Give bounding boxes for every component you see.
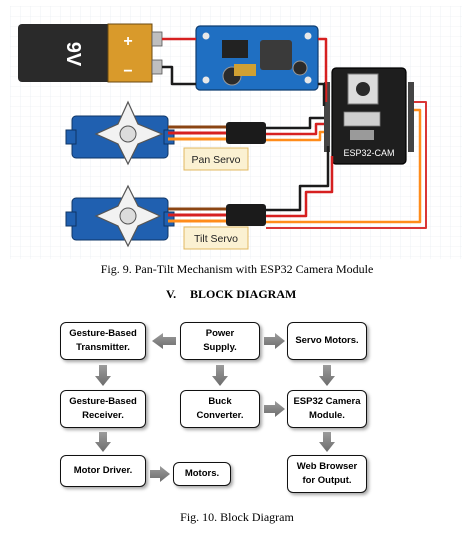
pan-servo-illustration	[65, 100, 175, 166]
buck-converter-board	[195, 25, 319, 91]
arrow-servo-to-esp32	[319, 365, 335, 386]
figure-10-caption: Fig. 10. Block Diagram	[180, 510, 294, 524]
block-servo-motors: Servo Motors.	[287, 322, 367, 360]
section-title: BLOCK DIAGRAM	[190, 287, 297, 301]
arrow-transmitter-to-receiver	[95, 365, 111, 386]
arrow-power-to-buck	[212, 365, 228, 386]
block-motors: Motors.	[173, 462, 231, 486]
block-gesture-transmitter: Gesture-Based Transmitter.	[60, 322, 146, 360]
block-gesture-receiver: Gesture-Based Receiver.	[60, 390, 146, 428]
battery-9v: 9V + −	[18, 23, 163, 83]
pan-servo-tag: Pan Servo	[183, 147, 249, 171]
arrow-power-to-transmitter	[152, 333, 176, 349]
arrow-buck-to-esp32	[264, 401, 285, 417]
tilt-servo-tag: Tilt Servo	[183, 226, 249, 250]
circuit-wires	[162, 37, 427, 229]
block-power-supply: Power Supply.	[180, 322, 260, 360]
arrow-receiver-to-driver	[95, 432, 111, 452]
block-esp32-camera: ESP32 Camera Module.	[287, 390, 367, 428]
block-buck-converter: Buck Converter.	[180, 390, 260, 428]
tilt-servo-label: Tilt Servo	[194, 233, 238, 245]
block-web-browser: Web Browser for Output.	[287, 455, 367, 493]
block-motor-driver: Motor Driver.	[60, 455, 146, 487]
pan-tilt-circuit-illustration: 9V + −	[10, 6, 462, 259]
arrow-esp32-to-browser	[319, 432, 335, 452]
esp32-cam-board: ESP32-CAM	[324, 67, 414, 165]
tilt-servo-illustration	[65, 184, 175, 248]
servo-connectors	[226, 122, 266, 226]
arrow-driver-to-motors	[150, 466, 170, 482]
arrow-power-to-servo	[264, 333, 285, 349]
servo-cables	[168, 125, 226, 223]
esp32-cam-label: ESP32-CAM	[343, 148, 394, 158]
section-number: V.	[166, 287, 177, 301]
battery-plus-sign: +	[123, 33, 132, 50]
figure-9-caption: Fig. 9. Pan-Tilt Mechanism with ESP32 Ca…	[100, 262, 374, 276]
battery-minus-sign: −	[123, 63, 132, 80]
battery-9v-text: 9V	[62, 42, 84, 67]
pan-servo-label: Pan Servo	[191, 154, 240, 166]
